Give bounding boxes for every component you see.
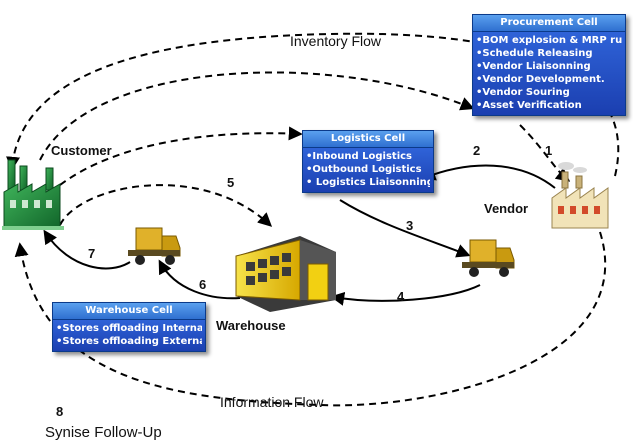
logistics-item: •Outbound Logistics xyxy=(306,164,422,175)
step-7-arrow xyxy=(43,229,131,270)
vendor-factory-icon xyxy=(551,162,609,229)
step-label-3: 3 xyxy=(406,218,414,233)
procurement-cell-title: Procurement Cell xyxy=(473,15,625,32)
customer-to-logistics-arrow xyxy=(59,126,303,186)
truck-icon xyxy=(128,227,181,265)
step-label-8: 8 xyxy=(56,404,64,419)
warehouse-label: Warehouse xyxy=(216,318,286,333)
information-flow-label: Information Flow xyxy=(220,394,324,410)
vendor-label: Vendor xyxy=(484,201,529,216)
logistics-item: • Logistics Liaisonning xyxy=(306,177,430,188)
step-label-1: 1 xyxy=(545,143,553,158)
customer-to-procurement-arrow xyxy=(39,71,475,161)
procurement-item: •BOM explosion & MRP run. xyxy=(476,35,622,46)
procurement-item: •Vendor Development. xyxy=(476,74,605,85)
step-label-6: 6 xyxy=(199,277,207,292)
logistics-cell-list: •Inbound Logistics •Outbound Logistics •… xyxy=(303,148,433,192)
procurement-item: •Vendor Souring xyxy=(476,87,570,98)
step-5-arrow xyxy=(59,184,273,227)
warehouse-icon xyxy=(235,236,336,312)
warehouse-cell: Warehouse Cell •Stores offloading Intern… xyxy=(52,302,206,352)
step-label-4: 4 xyxy=(397,289,405,304)
footer-label: Synise Follow-Up xyxy=(45,424,162,441)
inventory-flow-label: Inventory Flow xyxy=(290,33,382,49)
truck-icon xyxy=(462,239,515,277)
customer-label: Customer xyxy=(51,143,112,158)
warehouse-cell-title: Warehouse Cell xyxy=(53,303,205,320)
logistics-cell-title: Logistics Cell xyxy=(303,131,433,148)
step-4-arrow xyxy=(330,284,481,306)
step-label-2: 2 xyxy=(473,143,481,158)
step-3-arrow xyxy=(339,199,471,258)
warehouse-cell-list: •Stores offloading Internal •Stores offl… xyxy=(53,320,205,351)
procurement-cell: Procurement Cell •BOM explosion & MRP ru… xyxy=(472,14,626,116)
procurement-item: •Schedule Releasing xyxy=(476,48,593,59)
step-2-arrow xyxy=(421,164,556,189)
step-label-7: 7 xyxy=(88,246,96,261)
warehouse-item: •Stores offloading Internal xyxy=(56,323,202,334)
warehouse-item: •Stores offloading External xyxy=(56,336,202,347)
customer-factory-icon xyxy=(2,159,64,230)
procurement-cell-list: •BOM explosion & MRP run. •Schedule Rele… xyxy=(473,32,625,115)
step-label-5: 5 xyxy=(227,175,235,190)
logistics-item: •Inbound Logistics xyxy=(306,151,413,162)
step-6-arrow xyxy=(158,259,241,300)
procurement-item: •Vendor Liaisonning xyxy=(476,61,591,72)
procurement-item: •Asset Verification xyxy=(476,100,582,111)
logistics-cell: Logistics Cell •Inbound Logistics •Outbo… xyxy=(302,130,434,193)
